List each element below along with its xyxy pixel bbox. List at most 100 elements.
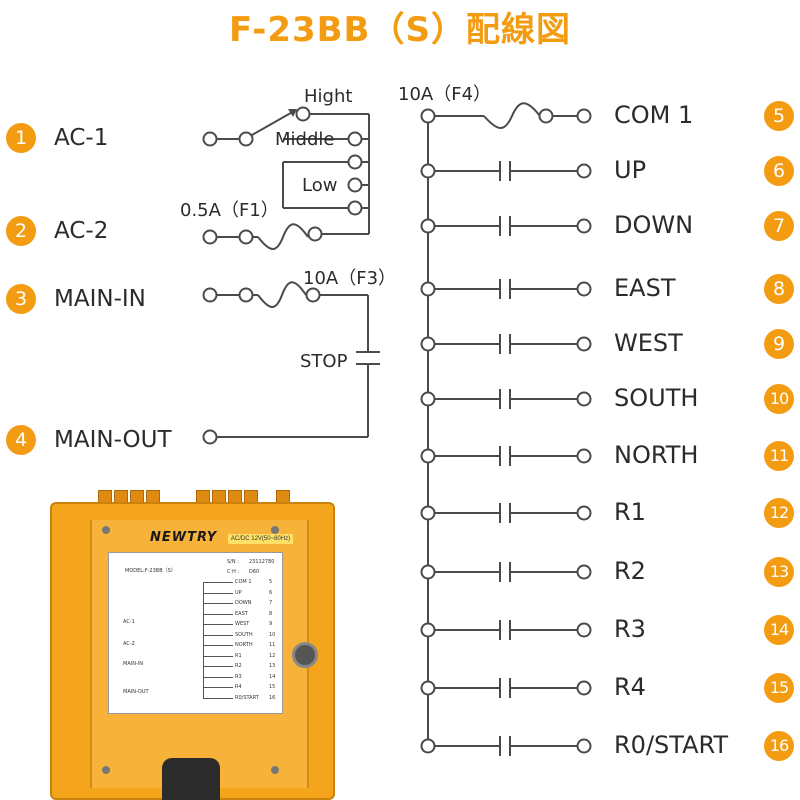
terminal-badge-13: 13 [764, 557, 794, 587]
mini-wire-line [203, 687, 233, 688]
output-terminal-icon [576, 448, 592, 464]
right-terminal-label: R1 [614, 498, 646, 526]
mini-wire-line [203, 645, 233, 646]
stop-label: STOP [300, 351, 348, 372]
output-terminal-icon [576, 738, 592, 754]
mini-terminal-row: EAST [235, 610, 248, 617]
fuse-terminal-icon [307, 226, 323, 242]
bus-terminal-icon [420, 336, 436, 352]
fuse-terminal-icon [538, 108, 554, 124]
terminal-badge-12: 12 [764, 498, 794, 528]
terminal-badge-1: 1 [6, 123, 36, 153]
fuse-terminal-icon [238, 287, 254, 303]
device-model: MODEL:F-23BB（S） [125, 568, 176, 574]
fuse-icon [483, 102, 541, 129]
mini-wire-line [203, 697, 233, 699]
antenna-connector-icon [292, 642, 318, 668]
mini-terminal-number: 13 [269, 663, 276, 669]
fuse-icon [257, 281, 307, 308]
receiver-device-image: NEWTRY AC/DC 12V(50~60Hz) MODEL:F-23BB（S… [50, 490, 335, 800]
ac1-terminal-icon [202, 131, 218, 147]
device-ch-label: C H : [227, 569, 240, 575]
mini-terminal-number: 8 [269, 610, 273, 617]
bus-terminal-icon [420, 448, 436, 464]
right-terminal-label: WEST [614, 329, 683, 357]
mini-bus-line [203, 582, 204, 698]
device-sn-label: S/N : [227, 559, 239, 565]
device-ch-value: D60 [249, 569, 260, 575]
screw-icon [102, 526, 110, 534]
bus-terminal-icon [420, 505, 436, 521]
diagram-title: F-23BB（S）配線図 [229, 10, 571, 50]
terminal-badge-3: 3 [6, 284, 36, 314]
mini-wire-line [203, 603, 233, 604]
bus-terminal-icon [420, 564, 436, 580]
bus-terminal-icon [420, 391, 436, 407]
mini-wire-line [203, 655, 233, 657]
mini-terminal-row: WEST [235, 621, 250, 627]
mini-wire-line [203, 613, 233, 615]
output-terminal-icon [576, 108, 592, 124]
mini-wire-line [203, 582, 233, 583]
device-brand: NEWTRY [150, 530, 218, 545]
ac2-terminal-icon [202, 229, 218, 245]
mini-terminal-number: 10 [269, 631, 276, 638]
bus-terminal-icon [420, 281, 436, 297]
tap-terminal-middle [347, 131, 363, 147]
right-terminal-label: SOUTH [614, 384, 699, 412]
output-terminal-icon [576, 218, 592, 234]
right-terminal-label: NORTH [614, 441, 699, 469]
right-terminal-label: R3 [614, 615, 646, 643]
mini-terminal-number: 9 [269, 621, 273, 627]
right-terminal-label: R0/START [614, 731, 729, 759]
cable-gland-icon [162, 758, 220, 800]
terminal-label-ac2: AC-2 [54, 218, 109, 244]
mini-wire-line [203, 624, 233, 625]
mini-left-terminal: MAIN-OUT [123, 689, 149, 695]
mini-terminal-number: 5 [269, 579, 273, 585]
terminal-badge-14: 14 [764, 615, 794, 645]
fuse-label-f1: 0.5A（F1） [180, 200, 279, 221]
tap-label-low: Low [302, 175, 338, 196]
tap-terminal-low [347, 177, 363, 193]
device-sn-value: 23112780 [249, 559, 275, 565]
terminal-label-ac1: AC-1 [54, 125, 109, 151]
fuse-label-f3: 10A（F3） [303, 268, 397, 289]
fuse-label-f4: 10A（F4） [398, 84, 492, 105]
mini-terminal-number: 16 [269, 694, 276, 701]
mini-terminal-row: SOUTH [235, 631, 253, 638]
tap-label-high: Hight [304, 86, 353, 107]
terminal-badge-6: 6 [764, 156, 794, 186]
terminal-badge-10: 10 [764, 384, 794, 414]
bus-terminal-icon [420, 108, 436, 124]
output-terminal-icon [576, 505, 592, 521]
terminal-badge-9: 9 [764, 329, 794, 359]
tap-label-middle: Middle [275, 129, 335, 150]
terminal-badge-16: 16 [764, 731, 794, 761]
fuse-icon [257, 223, 309, 250]
output-terminal-icon [576, 281, 592, 297]
tap-terminal-middle [347, 154, 363, 170]
output-terminal-icon [576, 680, 592, 696]
terminal-label-main-in: MAIN-IN [54, 286, 146, 312]
device-label-sticker: MODEL:F-23BB（S） S/N : 23112780 C H : D60… [108, 552, 283, 714]
main-out-terminal-icon [202, 429, 218, 445]
mini-terminal-row: R3 [235, 673, 242, 680]
output-terminal-icon [576, 622, 592, 638]
output-terminal-icon [576, 391, 592, 407]
fuse-terminal-icon [305, 287, 321, 303]
bus-terminal-icon [420, 163, 436, 179]
mini-wire-line [203, 592, 233, 594]
tap-terminal-low [347, 200, 363, 216]
output-terminal-icon [576, 336, 592, 352]
bus-terminal-icon [420, 622, 436, 638]
screw-icon [102, 766, 110, 774]
mini-left-terminal: MAIN-IN [123, 661, 143, 667]
main-in-terminal-icon [202, 287, 218, 303]
output-terminal-icon [576, 163, 592, 179]
right-terminal-label: R4 [614, 673, 646, 701]
terminal-badge-5: 5 [764, 101, 794, 131]
mini-terminal-row: COM 1 [235, 579, 252, 585]
